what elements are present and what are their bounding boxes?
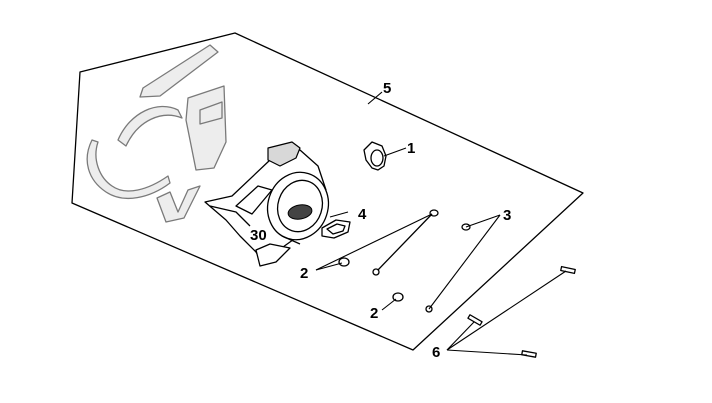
callout-2-lower: 2: [370, 305, 378, 322]
callout-1: 1: [407, 140, 415, 157]
gasket-sheet: [71, 32, 584, 351]
callout-5: 5: [383, 80, 391, 97]
callout-3: 3: [503, 207, 511, 224]
gasket-cutouts: [86, 44, 227, 223]
bolt-parts: [467, 265, 576, 358]
pin-parts: [372, 209, 471, 313]
callout-2-upper: 2: [300, 265, 308, 282]
grommet-parts: [338, 257, 404, 302]
callout-30: 30: [250, 227, 267, 244]
callout-6: 6: [432, 344, 440, 361]
clip-part: [363, 141, 387, 171]
leader-lines: [315, 91, 567, 356]
callout-4: 4: [358, 206, 367, 223]
engine-cover-assembly: [204, 141, 330, 267]
emblem-part: [321, 219, 351, 239]
